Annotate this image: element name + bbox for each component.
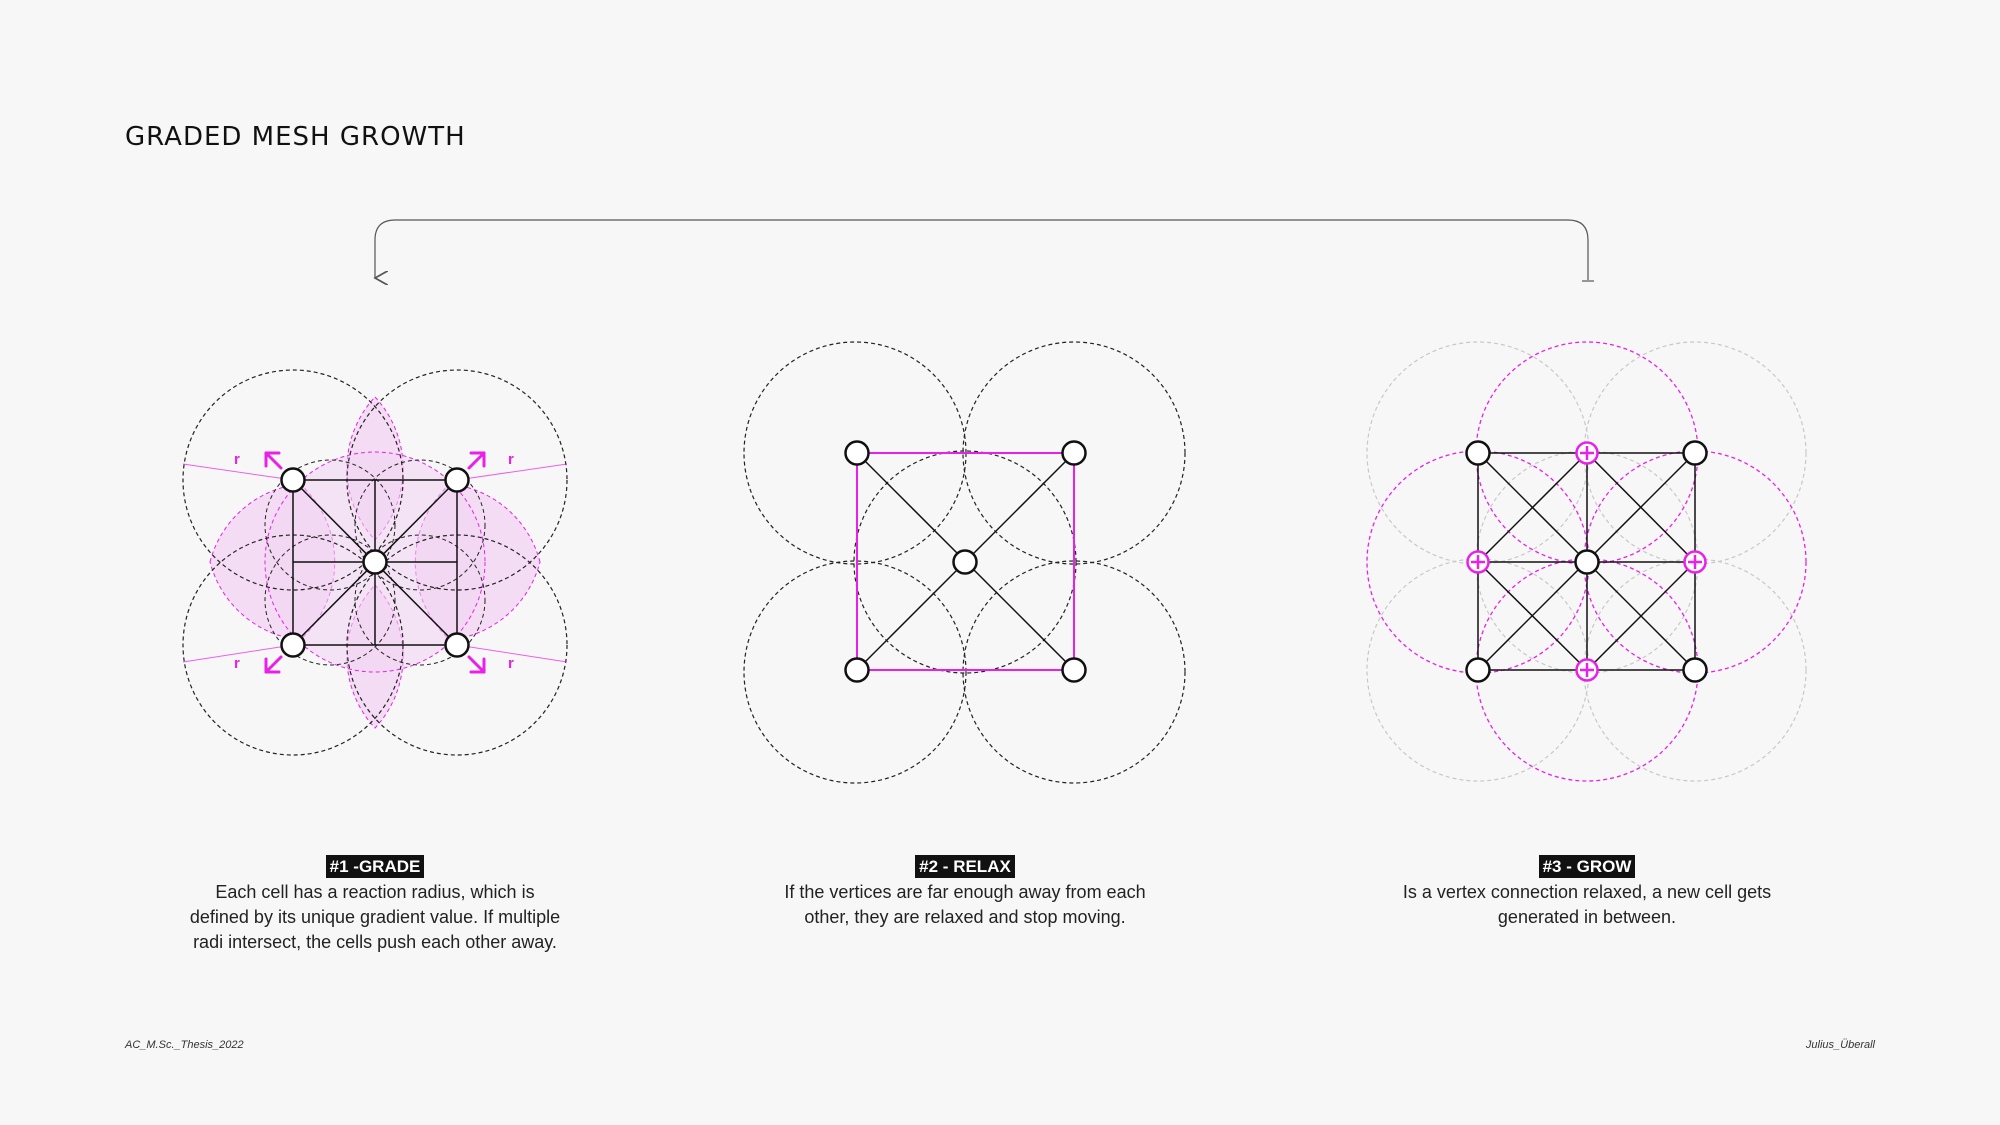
new-cell-icons	[1466, 441, 1707, 682]
step-caption-relax: #2 - RELAX If the vertices are far enoug…	[775, 855, 1155, 930]
arrow-bottom-left-icon	[264, 655, 283, 674]
arrow-top-right-icon	[467, 451, 486, 470]
mesh-vertices	[1465, 440, 1708, 683]
step-tag: #3 - GROW	[1538, 855, 1636, 878]
step-description: Each cell has a reaction radius, which i…	[189, 882, 561, 952]
grade-diagram: r r r r	[182, 369, 568, 756]
mesh-vertices	[280, 467, 470, 658]
push-arrows	[264, 451, 486, 674]
add-cell-icon-left	[1466, 550, 1490, 574]
radius-label: r	[508, 655, 514, 672]
step-caption-grow: #3 - GROW Is a vertex connection relaxed…	[1397, 855, 1777, 930]
add-cell-icon-right	[1683, 550, 1707, 574]
grow-diagram	[1366, 341, 1807, 782]
loop-arrow	[375, 219, 1589, 280]
radius-labels: r r r r	[234, 451, 514, 672]
radius-label: r	[234, 451, 240, 468]
radius-lines	[182, 463, 568, 663]
arrow-bottom-right-icon	[467, 655, 486, 674]
step-tag: #2 - RELAX	[915, 855, 1015, 878]
arrow-top-left-icon	[264, 451, 283, 470]
relax-diagram	[743, 341, 1186, 784]
step-tag: #1 -GRADE	[325, 855, 425, 878]
step-description: If the vertices are far enough away from…	[784, 882, 1146, 927]
radius-label: r	[508, 451, 514, 468]
add-cell-icon-top	[1575, 441, 1599, 465]
step-caption-grade: #1 -GRADE Each cell has a reaction radiu…	[185, 855, 565, 955]
inner-radius-circles	[264, 459, 486, 666]
add-cell-icon-bottom	[1575, 658, 1599, 682]
mesh-vertices	[844, 440, 1087, 683]
footer-right: Julius_Überall	[1805, 1039, 1875, 1051]
relaxed-boundary	[856, 452, 1075, 671]
step-description: Is a vertex connection relaxed, a new ce…	[1402, 882, 1772, 927]
page-title: GRADED MESH GROWTH	[125, 122, 466, 152]
radius-label: r	[234, 655, 240, 672]
footer-left: AC_M.Sc._Thesis_2022	[125, 1039, 244, 1051]
